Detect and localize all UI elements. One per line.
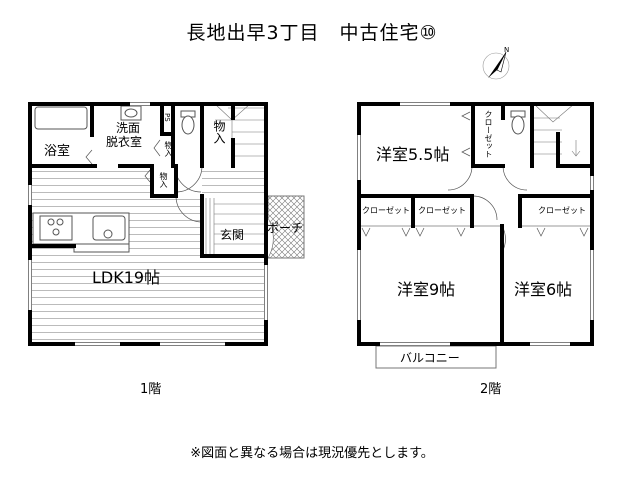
page-title: 長地出早3丁目 中古住宅⑩ bbox=[186, 22, 438, 44]
stove-icon bbox=[39, 215, 73, 241]
north-arrow-icon bbox=[482, 51, 510, 80]
room-western-5-5: 洋室5.5帖 bbox=[376, 145, 450, 164]
room-washroom-line1: 洗面 bbox=[116, 121, 141, 135]
floor1-plan bbox=[28, 102, 305, 346]
room-washroom-line2: 脱衣室 bbox=[106, 135, 143, 149]
kitchen-counter bbox=[32, 212, 130, 253]
floor2-label: 2階 bbox=[480, 382, 502, 397]
room-ldk: LDK19帖 bbox=[92, 268, 161, 287]
wash-basin-icon bbox=[120, 105, 142, 121]
sink-icon bbox=[92, 215, 126, 241]
floor1-label: 1階 bbox=[140, 382, 162, 397]
porch-area bbox=[267, 195, 305, 259]
closet-vertical: クローゼット bbox=[484, 110, 493, 158]
room-bath: 浴室 bbox=[44, 144, 71, 159]
room-porch: ポーチ bbox=[267, 221, 304, 235]
closet-b: クローゼット bbox=[418, 206, 466, 215]
room-entrance: 玄関 bbox=[220, 228, 245, 242]
room-western-9: 洋室9帖 bbox=[397, 280, 456, 299]
pipe-space-label: PS bbox=[163, 113, 171, 122]
closet-a: クローゼット bbox=[362, 206, 410, 215]
toilet-icon bbox=[510, 110, 526, 135]
disclaimer-note: ※図面と異なる場合は現況優先とします。 bbox=[190, 446, 434, 461]
toilet-icon bbox=[180, 110, 196, 135]
floor2-plan bbox=[357, 102, 594, 369]
closet-c: クローゼット bbox=[538, 206, 586, 215]
room-storage-small: 物入 bbox=[164, 141, 173, 157]
room-storage-hall: 物入 bbox=[159, 172, 168, 188]
room-storage-stair: 物入 bbox=[212, 120, 226, 144]
bathtub-icon bbox=[34, 106, 88, 130]
balcony-label: バルコニー bbox=[400, 351, 460, 365]
room-western-6: 洋室6帖 bbox=[514, 280, 573, 299]
compass-label: N bbox=[504, 46, 510, 54]
